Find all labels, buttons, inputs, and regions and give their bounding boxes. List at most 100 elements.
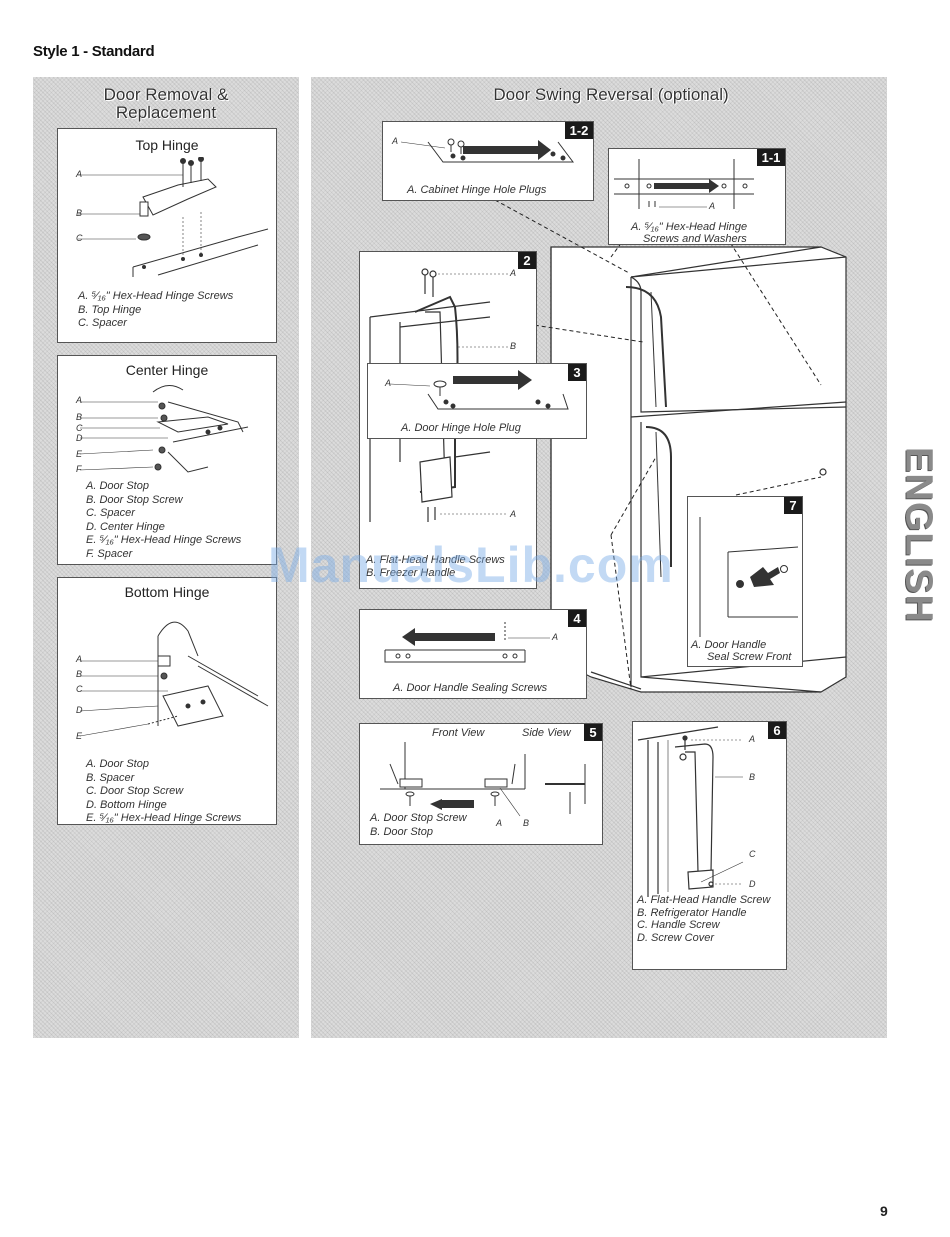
center-hinge-title: Center Hinge (125, 362, 209, 378)
center-hinge-legend: A. Door Stop B. Door Stop Screw C. Space… (86, 480, 241, 561)
step-5-badge: 5 (584, 724, 602, 741)
door-removal-title-line1: Door Removal & (103, 85, 229, 104)
legend-item: B. Refrigerator Handle (637, 906, 747, 919)
legend-item: D. Bottom Hinge (86, 798, 167, 811)
door-removal-panel: Door Removal & Replacement Top Hinge (33, 77, 299, 1038)
page-number: 9 (880, 1203, 888, 1219)
step-7-caption: A. Door Handle Seal Screw Front (691, 639, 792, 663)
center-hinge-callout-b: B (76, 412, 83, 422)
step-7-box: 7 A. Door Handle Seal Screw Front (687, 496, 803, 667)
legend-item: A. ⁵⁄₁₆" Hex-Head Hinge Screws (78, 290, 234, 302)
step-2-caption-line1: A. Flat-Head Handle Screws (366, 554, 505, 566)
center-hinge-illustration (58, 382, 276, 482)
legend-item: D. Center Hinge (86, 520, 165, 533)
step-1-2-box: 1-2 A A. Cabinet Hinge Hole Plugs (382, 121, 594, 201)
bottom-hinge-box: Bottom Hinge A B C D E (57, 577, 277, 825)
step-3-caption: A. Door Hinge Hole Plug (401, 422, 521, 434)
step-2-badge: 2 (518, 252, 536, 269)
step-6-callout-c: C (749, 849, 756, 859)
legend-item: B. Spacer (86, 771, 135, 784)
step-5-callout-b: B (523, 818, 530, 828)
step-3-box: 3 A A. Door Hinge Hole Plug (367, 363, 587, 439)
bottom-hinge-callout-d: D (76, 705, 83, 715)
step-5-illustration (360, 724, 602, 824)
legend-item: A. Door Stop (86, 480, 149, 492)
legend-item: B. Top Hinge (78, 303, 142, 316)
step-1-2-caption: A. Cabinet Hinge Hole Plugs (407, 184, 547, 196)
step-6-callout-a: A (749, 734, 756, 744)
step-1-1-box: 1-1 A A. ⁵⁄₁₆" Hex-Head Hinge Screws and… (608, 148, 786, 245)
center-hinge-callout-d: D (76, 433, 83, 443)
bottom-hinge-illustration (58, 606, 276, 746)
bottom-hinge-legend: A. Door Stop B. Spacer C. Door Stop Scre… (86, 758, 241, 826)
step-1-2-illustration (383, 122, 593, 182)
step-3-illustration (368, 370, 586, 419)
step-1-2-badge: 1-2 (565, 122, 593, 139)
step-6-callout-d: D (749, 879, 756, 889)
top-hinge-title: Top Hinge (135, 137, 199, 153)
step-5-front-view-label: Front View (432, 727, 485, 739)
legend-item: C. Door Stop Screw (86, 785, 184, 797)
step-7-caption-line2: Seal Screw Front (707, 650, 792, 663)
step-2-caption-line2: B. Freezer Handle (366, 567, 456, 579)
step-4-illustration (360, 610, 586, 675)
step-7-illustration (688, 497, 802, 637)
step-3-callout-a: A (385, 378, 392, 388)
step-2-callout-b: B (510, 341, 517, 351)
step-6-legend: A. Flat-Head Handle Screw B. Refrigerato… (637, 894, 770, 944)
step-5-side-view-label: Side View (522, 727, 571, 739)
step-6-illustration (633, 722, 786, 902)
step-4-box: 4 A A. Door Handle Sealing Screws (359, 609, 587, 699)
bottom-hinge-callout-c: C (76, 684, 83, 694)
top-hinge-callout-a: A (76, 169, 83, 179)
center-hinge-callout-c: C (76, 423, 83, 433)
top-hinge-box: Top Hinge A B C A. ⁵⁄₁₆" He (57, 128, 277, 343)
step-1-1-illustration (609, 149, 785, 219)
step-4-caption: A. Door Handle Sealing Screws (393, 682, 548, 694)
door-swing-title: Door Swing Reversal (optional) (493, 85, 729, 104)
step-2-callout-a-bottom: A (510, 509, 517, 519)
step-7-caption-line1: A. Door Handle (691, 639, 767, 651)
top-hinge-callout-c: C (76, 233, 83, 243)
style-title: Style 1 - Standard (33, 43, 155, 60)
legend-item: B. Door Stop Screw (86, 493, 183, 506)
step-1-1-caption-line2: Screws and Washers (643, 233, 747, 245)
step-5-callout-a: A (496, 818, 503, 828)
step-1-1-badge: 1-1 (757, 149, 785, 166)
legend-item: B. Door Stop (370, 825, 433, 838)
step-3-badge: 3 (568, 364, 586, 381)
legend-item: C. Handle Screw (637, 919, 720, 931)
door-removal-title-line2: Replacement (115, 103, 217, 122)
step-1-1-callout-a: A (709, 201, 716, 211)
step-2-caption: A. Flat-Head Handle Screws B. Freezer Ha… (366, 554, 505, 580)
door-removal-title: Door Removal & Replacement (33, 86, 299, 122)
legend-item: E. ⁵⁄₁₆" Hex-Head Hinge Screws (86, 534, 242, 546)
top-hinge-illustration (58, 157, 276, 289)
door-swing-panel: Door Swing Reversal (optional) (311, 77, 887, 1038)
language-side-tab: ENGLISH (897, 435, 940, 635)
step-5-box: 5 Front View Side View A B (359, 723, 603, 845)
center-hinge-callout-a: A (76, 395, 83, 405)
language-side-tab-label: ENGLISH (897, 447, 940, 623)
step-1-1-caption-line1: A. ⁵⁄₁₆" Hex-Head Hinge (631, 221, 748, 233)
step-1-2-callout-a: A (392, 136, 399, 146)
top-hinge-legend: A. ⁵⁄₁₆" Hex-Head Hinge Screws B. Top Hi… (78, 290, 233, 331)
step-6-box: 6 A B C D A. F (632, 721, 787, 970)
center-hinge-callout-f: F (76, 464, 82, 474)
step-6-badge: 6 (768, 722, 786, 739)
watermark: ManualsLib.com (268, 537, 674, 593)
legend-item: A. Door Stop Screw (370, 812, 467, 824)
legend-item: A. Door Stop (86, 758, 149, 770)
bottom-hinge-callout-e: E (76, 731, 83, 741)
step-2-callout-a-top: A (510, 268, 517, 278)
step-4-callout-a: A (552, 632, 559, 642)
step-1-1-caption: A. ⁵⁄₁₆" Hex-Head Hinge Screws and Washe… (631, 221, 747, 245)
legend-item: E. ⁵⁄₁₆" Hex-Head Hinge Screws (86, 812, 242, 824)
bottom-hinge-title: Bottom Hinge (124, 584, 210, 600)
legend-item: A. Flat-Head Handle Screw (637, 894, 771, 906)
step-5-legend: A. Door Stop Screw B. Door Stop (370, 812, 467, 839)
bottom-hinge-callout-b: B (76, 669, 83, 679)
legend-item: F. Spacer (86, 547, 133, 560)
step-4-badge: 4 (568, 610, 586, 627)
legend-item: C. Spacer (86, 507, 135, 519)
